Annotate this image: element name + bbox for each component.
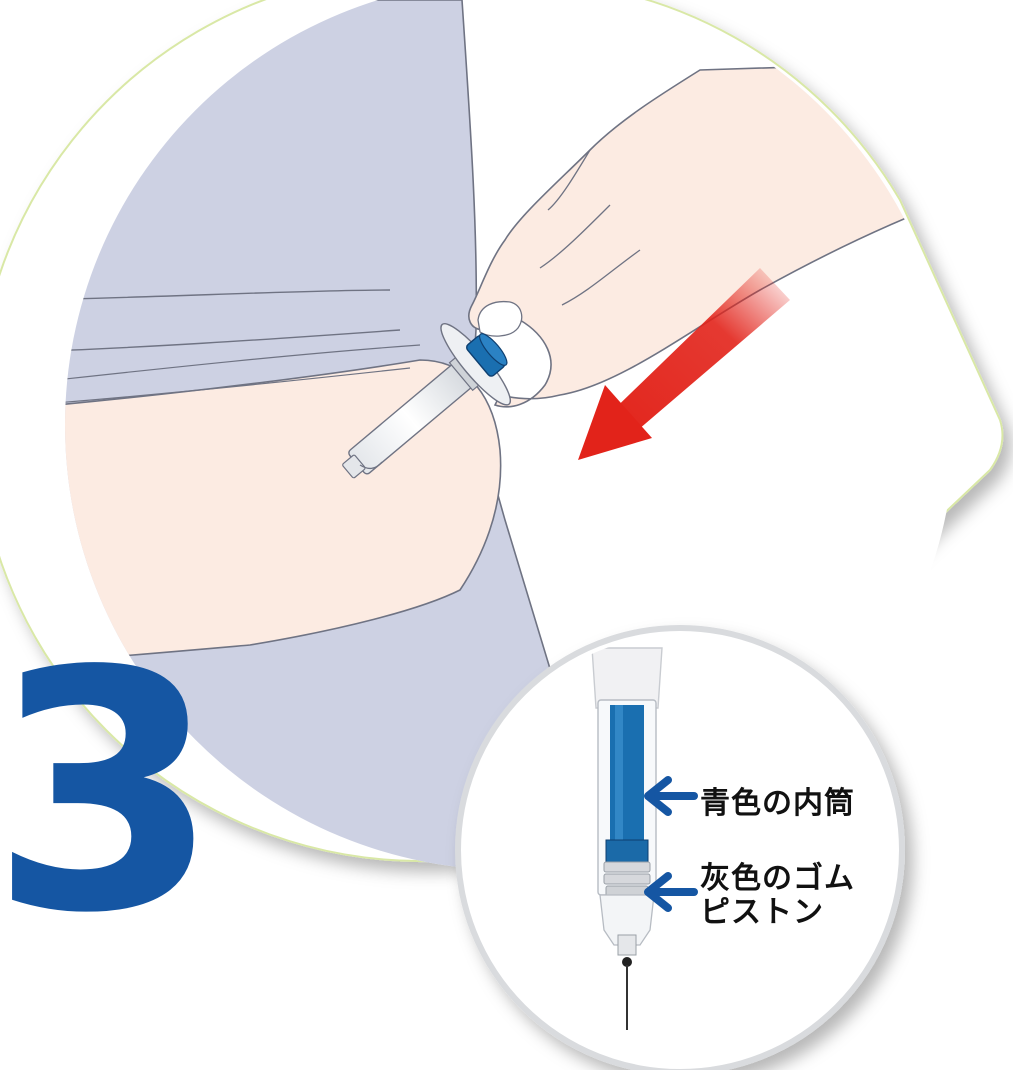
inner-tube-label: 青色の内筒 — [700, 778, 855, 822]
syringe-detail-circle — [458, 628, 902, 1070]
rubber-piston-label: 灰色のゴム ピストン — [700, 862, 855, 930]
rubber-piston-label-line2: ピストン — [700, 896, 855, 930]
rubber-piston — [604, 862, 650, 896]
step-number: 3 — [0, 628, 216, 958]
rubber-piston-label-line1: 灰色のゴム — [700, 862, 855, 896]
